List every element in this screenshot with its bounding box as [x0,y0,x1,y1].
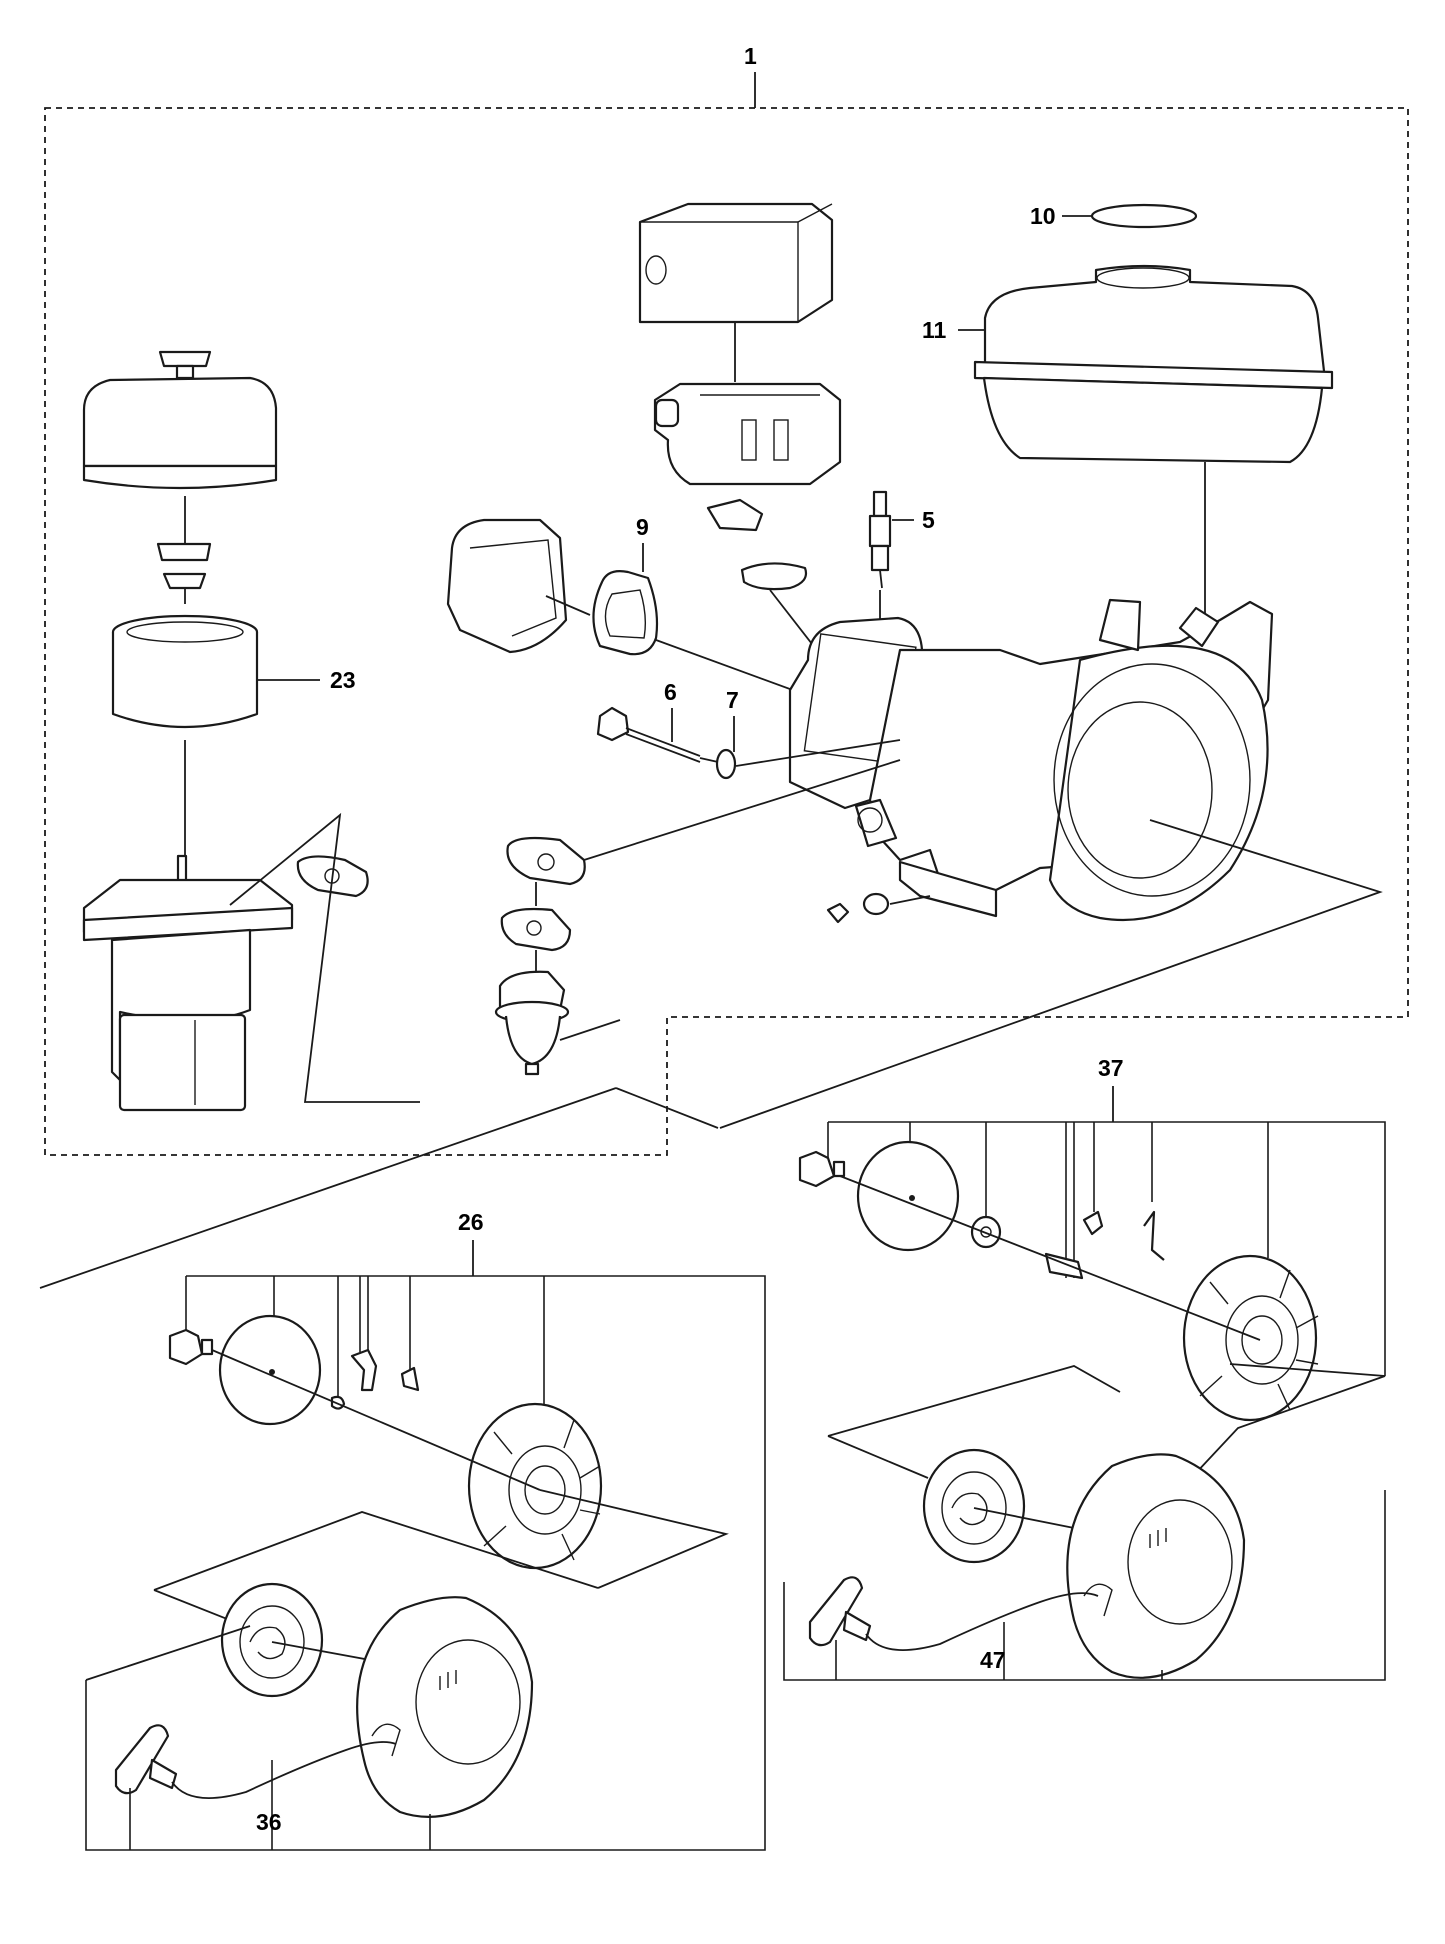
starter-cup-26-icon [467,1402,603,1570]
muffler-assembly [638,202,842,681]
carburetor-icon [494,970,570,1076]
starter-pulley-37-icon [856,1140,960,1252]
starter-handle-36-icon [114,1724,178,1795]
starter-washer-37-icon [970,1215,1002,1249]
callout-5: 5 [922,507,935,533]
recoil-starter-47-frame [783,1490,1386,1681]
fuel-cap-icon [1090,203,1198,229]
starter-pawl-37-icon [1082,1210,1104,1236]
starter-nut-37-icon [798,1150,836,1188]
starter-cup-kit-26: 26 [85,1209,766,1851]
starter-pawl-spring-26-icon [400,1366,420,1392]
starter-rope-47-icon [865,1592,1099,1651]
recoil-housing-36-icon [356,1596,534,1818]
muffler-heat-shield-icon [638,202,834,324]
recoil-starter-36: 36 [85,1511,599,1850]
starter-pawl-26-icon [350,1348,378,1392]
starter-nut-26-icon [168,1328,204,1366]
engine-block-icon [788,598,1274,922]
engine-assembly-group: 1 [44,43,1409,1156]
callout-23: 23 [330,667,356,693]
callout-37: 37 [1098,1055,1124,1081]
valve-cover-icon [446,518,568,654]
muffler-flange-icon [706,498,764,532]
carburetor-gaskets-icon [500,836,586,952]
callout-47: 47 [980,1647,1006,1673]
recoil-housing-47-icon [1066,1453,1246,1679]
starter-cup-kit-37: 37 [798,1055,1386,1491]
starter-cup-kit-26-frame [85,1275,766,1851]
wing-nut-icon [158,350,212,368]
recoil-starter-47: 47 [783,1365,1386,1681]
muffler-body-icon [653,382,842,486]
air-cleaner-base-icon [82,854,294,1112]
dipstick-icon [596,706,719,763]
callout-10: 10 [1030,203,1056,229]
starter-handle-47-icon [808,1576,872,1647]
callout-26: 26 [458,1209,484,1235]
recoil-pulley-47-icon [922,1448,1026,1564]
callout-7: 7 [726,687,739,713]
callout-6: 6 [664,679,677,705]
starter-rope-36-icon [171,1741,397,1799]
recoil-pulley-36-icon [220,1582,324,1698]
starter-cup-37-icon [1182,1254,1319,1422]
fuel-tank-icon [973,264,1334,464]
callout-9: 9 [636,514,649,540]
starter-pawl-spring-37-icon [1143,1210,1165,1261]
air-filter-element-icon [111,614,259,729]
engine-mount-bolt-icon [826,892,931,924]
air-cleaner-cover-icon [82,376,278,468]
washer-icon [715,748,737,780]
air-filter-assembly: 23 [82,350,420,1112]
callout-1: 1 [744,43,757,69]
engine-assembly-dashed-boundary [44,107,1409,1156]
callout-11: 11 [922,317,947,343]
starter-cup-kit-37-frame [828,1121,1386,1376]
valve-cover-gasket-icon [592,570,659,656]
wing-nut-middle-icon [156,542,212,562]
muffler-gasket-icon [740,562,808,591]
callout-36: 36 [256,1809,282,1835]
spark-plug-icon [868,490,892,630]
